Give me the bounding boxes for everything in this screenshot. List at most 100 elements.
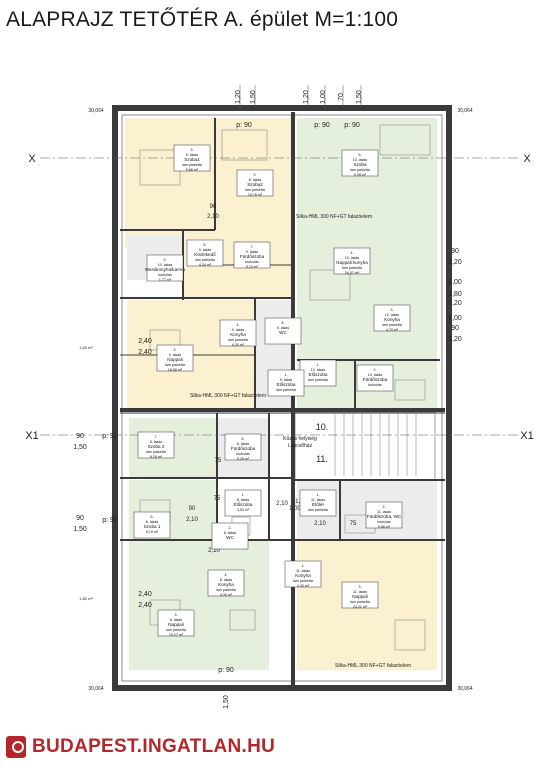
- dimension-label: 90: [189, 506, 196, 512]
- room-label-text: Nappali konyha: [336, 260, 368, 265]
- room-label-text: Nappali: [352, 594, 368, 599]
- room-label-text: 8. lakás: [224, 531, 237, 535]
- dimension-label: 2,40: [138, 338, 152, 345]
- room-label-text: Konyha: [230, 332, 246, 337]
- room-label-text: 8. lakás: [249, 178, 262, 182]
- room-label-box: [157, 609, 195, 637]
- room-label-text: 8. lakás: [146, 520, 159, 524]
- room-label-box: [137, 431, 175, 459]
- dimension-label: 1,00: [320, 90, 327, 104]
- room-label-box: [373, 304, 411, 332]
- furniture: [379, 124, 431, 156]
- room-label-text: lam parketta: [350, 168, 370, 172]
- dimension-label: 90: [76, 515, 84, 522]
- dimension-label: 1,80 m²: [79, 345, 93, 350]
- room-label-text: 5.: [164, 258, 167, 262]
- dimension-label: 90: [210, 204, 217, 210]
- page-title: ALAPRAJZ TETŐTÉR A. épület M=1:100: [6, 8, 399, 31]
- stair-code: 11.: [316, 454, 328, 464]
- room-label-text: 4.: [225, 573, 228, 577]
- room-label-text: 10,76 m²: [248, 193, 263, 197]
- elevation-label: 30,064: [457, 686, 473, 692]
- room-label-text: 2.: [374, 368, 377, 372]
- room-label-box: [267, 369, 305, 397]
- room-label-text: 4.: [237, 323, 240, 327]
- room-label-text: 1.: [317, 493, 320, 497]
- outer-wall: [112, 105, 452, 691]
- room-label-text: 8. lakás: [237, 498, 250, 502]
- dimension-label: 1,20: [448, 259, 462, 266]
- wall-note: Silka-HML 300 NF+GT falazóelem: [335, 663, 411, 669]
- room-label-text: lam parketta: [195, 258, 215, 262]
- dimension-label: 1,20: [235, 90, 242, 104]
- room-label-text: 7.: [155, 435, 158, 439]
- dimension-label: 70: [338, 93, 345, 101]
- room-label-text: 8,19 m²: [146, 530, 159, 534]
- room-label-text: 10. lakás: [345, 256, 360, 260]
- dimension-label: 2,40: [138, 591, 152, 598]
- room-label-text: 9.: [191, 148, 194, 152]
- room-label-text: 9.: [254, 173, 257, 177]
- dimension-label: 2,10: [314, 521, 326, 527]
- room-label-text: 9. lakás: [277, 326, 290, 330]
- dimension-label: 1,50: [356, 90, 363, 104]
- dimension-label: 75: [350, 521, 357, 527]
- room-label-box: [224, 433, 262, 461]
- dimension-label: 2,10: [208, 548, 220, 554]
- room-label-text: Előszoba: [309, 372, 328, 377]
- room-label-text: 11. lakás: [377, 510, 391, 514]
- stair-code: 10.: [316, 422, 329, 432]
- room-label-text: lam parketta: [182, 163, 202, 167]
- room-label-text: 9. lakás: [280, 378, 293, 382]
- room-label-text: Fürdőszoba: [231, 446, 256, 451]
- room-label-text: 3.: [391, 308, 394, 312]
- room-label-box: [356, 364, 394, 392]
- room-label-box: [341, 149, 379, 177]
- dimension-label: 75: [215, 458, 222, 464]
- room-label-text: Közlekedő: [194, 252, 216, 257]
- room-label-text: Szoba 1: [144, 524, 161, 529]
- room-label-text: 3.: [359, 585, 362, 589]
- room-label-box: [333, 247, 371, 275]
- room-label-text: 9. lakás: [232, 328, 245, 332]
- room-label-text: 3,53 m²: [237, 508, 250, 512]
- room-label-text: Nappali: [167, 357, 183, 362]
- dimension-label: 1,00: [289, 506, 301, 512]
- room-label-text: 5,28 m²: [237, 457, 250, 461]
- dimension-label: 75: [214, 496, 221, 502]
- room-label-text: Mosókonyha/kamra: [145, 267, 186, 272]
- brand-logo-icon: [6, 736, 26, 758]
- room-label-box: [211, 522, 249, 550]
- room-fill: [129, 540, 269, 670]
- dimension-label: 1,80 m²: [79, 596, 93, 601]
- room-label-box: [224, 489, 262, 517]
- furniture: [221, 129, 268, 161]
- room-label-text: 8. lakás: [150, 440, 163, 444]
- room-label-text: 11. lakás: [296, 569, 310, 573]
- room-label-text: 18,56 m²: [168, 368, 183, 372]
- room-label-text: 1.: [317, 363, 320, 367]
- dimension-label: 1,50: [73, 526, 87, 533]
- dimension-label: 1,00: [448, 279, 462, 286]
- room-label-text: 8.: [282, 321, 285, 325]
- room-label-text: 8. lakás: [237, 442, 250, 446]
- room-label-box: [264, 317, 302, 345]
- room-label-text: 5,23 m²: [246, 265, 259, 269]
- dimension-label: 1,20: [448, 300, 462, 307]
- room-label-box: [233, 241, 271, 269]
- room-label-text: lam parketta: [276, 388, 296, 392]
- room-label-box: [219, 319, 257, 347]
- elevation-label: 30,064: [457, 108, 473, 114]
- room-label-text: 7.: [251, 245, 254, 249]
- dimension-label: 90: [451, 248, 459, 255]
